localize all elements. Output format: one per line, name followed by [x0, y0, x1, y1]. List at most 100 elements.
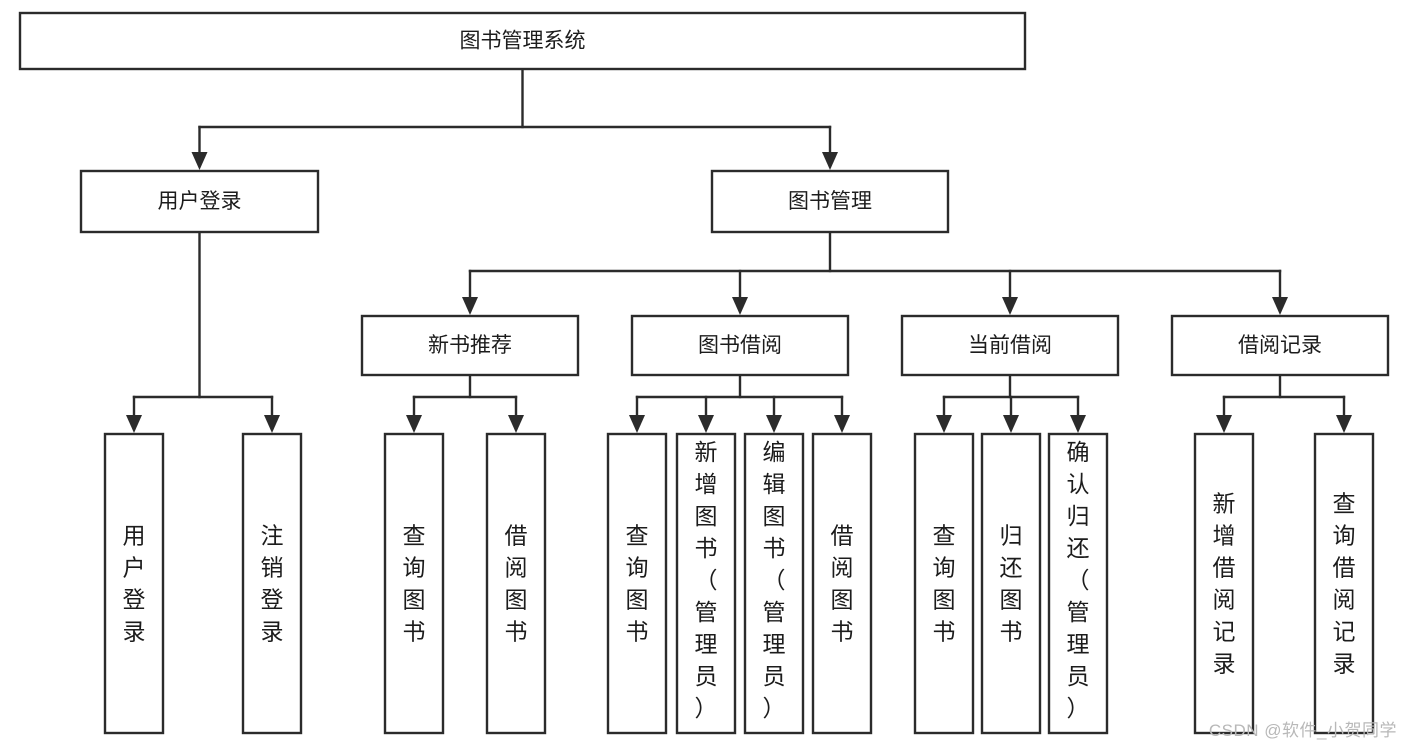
level2-node-2-box[interactable]: [710, 169, 950, 234]
leaf-node-11-label-char: 归: [1067, 503, 1090, 529]
leaf-node-6-label-char: 新: [695, 439, 718, 465]
leaf-node-8-box[interactable]: [811, 432, 873, 735]
leaf-node-11-box[interactable]: [1047, 432, 1109, 735]
leaf-node-12-label-char: 录: [1213, 651, 1236, 677]
level3-node-4-label: 借阅记录: [1238, 334, 1322, 357]
leaf-node-7-box[interactable]: [743, 432, 805, 735]
root-node-book-management-system[interactable]: 图书管理系统: [18, 11, 1027, 71]
leaf-node-10-label-char: 书: [1000, 619, 1023, 645]
leaf-node-7-label-char: 理: [763, 631, 786, 657]
leaf-node-7-label-char: 图: [763, 503, 786, 529]
level3-node-1[interactable]: 新书推荐: [360, 314, 580, 377]
arrow-head-icon: [698, 415, 714, 433]
leaf-node-5-label-char: 询: [626, 555, 649, 581]
leaf-node-5-label-char: 图: [626, 587, 649, 613]
level2-node-1[interactable]: 用户登录: [79, 169, 320, 234]
level3-node-4[interactable]: 借阅记录: [1170, 314, 1390, 377]
leaf-node-5-box[interactable]: [606, 432, 668, 735]
leaf-node-2-label-char: 注: [261, 523, 284, 549]
arrow-head-icon: [462, 297, 478, 315]
leaf-node-6-label-char: ）: [695, 695, 718, 721]
arrow-head-icon: [1272, 297, 1288, 315]
leaf-node-7-label-char: ）: [763, 695, 786, 721]
leaf-node-12-label-char: 增: [1213, 523, 1236, 549]
leaf-node-10-label-char: 归: [1000, 523, 1023, 549]
leaf-node-11-label-char: 还: [1067, 535, 1090, 561]
leaf-node-10-label-char: 图: [1000, 587, 1023, 613]
leaf-node-13-label-char: 录: [1333, 651, 1356, 677]
leaf-node-5-label-char: 查: [626, 523, 649, 549]
leaf-node-6-box[interactable]: [675, 432, 737, 735]
level2-node-2[interactable]: 图书管理: [710, 169, 950, 234]
level3-node-4-box[interactable]: [1170, 314, 1390, 377]
leaf-node-9-label-char: 查: [933, 523, 956, 549]
leaf-node-9-box[interactable]: [913, 432, 975, 735]
arrow-head-icon: [629, 415, 645, 433]
level2-node-1-box[interactable]: [79, 169, 320, 234]
leaf-node-12-box[interactable]: [1193, 432, 1255, 735]
leaf-node-10-box[interactable]: [980, 432, 1042, 735]
leaf-node-13-label-char: 记: [1333, 619, 1356, 645]
leaf-node-13-label-char: 查: [1333, 491, 1356, 517]
arrow-head-icon: [264, 415, 280, 433]
arrow-head-icon: [508, 415, 524, 433]
leaf-node-1-box[interactable]: [103, 432, 165, 735]
level2-node-2-label: 图书管理: [788, 190, 872, 213]
level3-node-3-label: 当前借阅: [968, 334, 1052, 357]
leaf-node-3-label-char: 书: [403, 619, 426, 645]
leaf-node-3-label-char: 询: [403, 555, 426, 581]
level3-node-2-label: 图书借阅: [698, 334, 782, 357]
leaf-node-11-label-char: 确: [1067, 439, 1090, 465]
leaf-node-9-label-char: 询: [933, 555, 956, 581]
level3-node-1-box[interactable]: [360, 314, 580, 377]
level3-node-3[interactable]: 当前借阅: [900, 314, 1120, 377]
level3-node-2[interactable]: 图书借阅: [630, 314, 850, 377]
leaf-node-8-label-char: 借: [831, 523, 854, 549]
arrow-head-icon: [406, 415, 422, 433]
leaf-node-13-label-char: 借: [1333, 555, 1356, 581]
arrow-head-icon: [1070, 415, 1086, 433]
leaf-node-1-label-char: 录: [123, 619, 146, 645]
leaf-node-6-label-char: （: [695, 567, 718, 593]
leaf-node-4-box[interactable]: [485, 432, 547, 735]
leaf-node-7-label-char: （: [763, 567, 786, 593]
leaf-node-2-label-char: 销: [261, 555, 284, 581]
leaf-node-13-label-char: 阅: [1333, 587, 1356, 613]
level3-node-1-label: 新书推荐: [428, 334, 512, 357]
leaf-node-3-label-char: 查: [403, 523, 426, 549]
leaf-node-2-box[interactable]: [241, 432, 303, 735]
leaf-node-8-label-char: 阅: [831, 555, 854, 581]
leaf-node-9-label-char: 图: [933, 587, 956, 613]
leaf-node-7-label-char: 管: [763, 599, 786, 625]
leaf-node-1[interactable]: 用户登录: [103, 432, 165, 735]
arrow-head-icon: [1336, 415, 1352, 433]
level3-node-2-box[interactable]: [630, 314, 850, 377]
leaf-node-4-label-char: 图: [505, 587, 528, 613]
leaf-node-3-box[interactable]: [383, 432, 445, 735]
leaf-node-6-label-char: 员: [695, 663, 718, 689]
root-node-book-management-system-box[interactable]: [18, 11, 1027, 71]
leaf-node-11-label-char: 管: [1067, 599, 1090, 625]
leaf-node-6-label-char: 书: [695, 535, 718, 561]
leaf-node-13-box[interactable]: [1313, 432, 1375, 735]
leaf-node-9-label-char: 书: [933, 619, 956, 645]
leaf-node-12-label-char: 新: [1213, 491, 1236, 517]
level3-node-3-box[interactable]: [900, 314, 1120, 377]
leaf-node-4-label-char: 阅: [505, 555, 528, 581]
leaf-node-8-label-char: 图: [831, 587, 854, 613]
leaf-node-8-label-char: 书: [831, 619, 854, 645]
leaf-node-11-label-char: 理: [1067, 631, 1090, 657]
